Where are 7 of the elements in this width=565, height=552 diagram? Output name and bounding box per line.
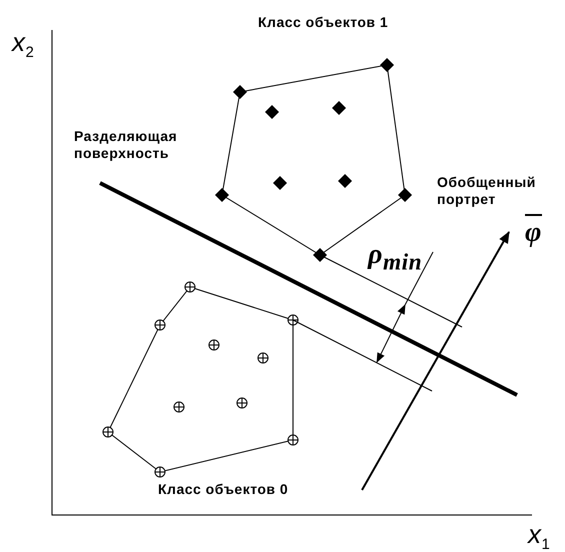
- portrait-label: Обобщенный портрет: [437, 174, 537, 208]
- axis-label: x$_{1}$: [528, 520, 550, 552]
- axis-label: x$_{2}$: [12, 28, 34, 64]
- distance-label: ρ$_{min}$: [368, 240, 422, 278]
- class-label: Класс объектов 0: [158, 481, 288, 498]
- class-label: Класс объектов 1: [258, 14, 388, 31]
- surface-label: Разделяющая поверхность: [74, 128, 178, 162]
